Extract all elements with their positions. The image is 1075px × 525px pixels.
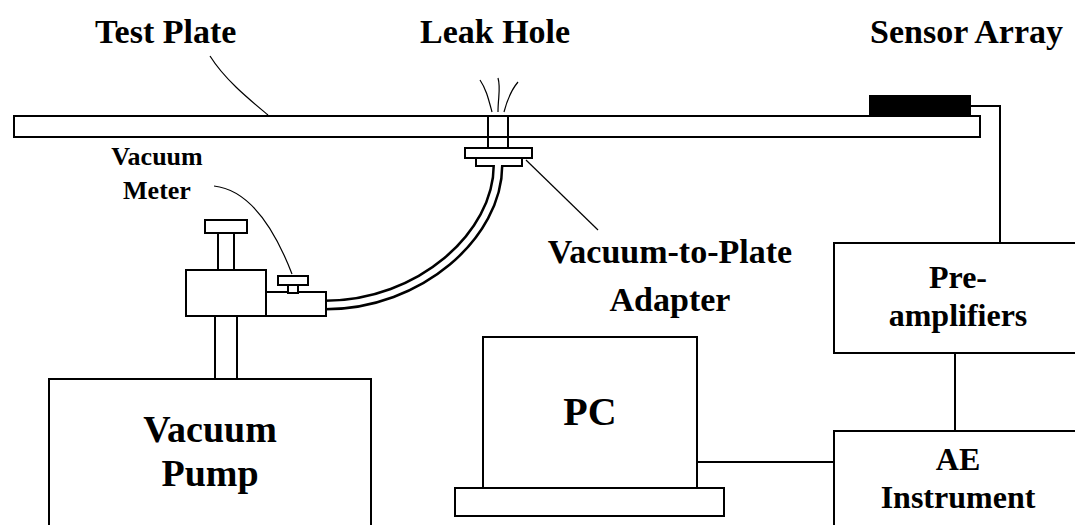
test-plate bbox=[14, 116, 980, 137]
leak-hole bbox=[488, 116, 508, 137]
valve-body bbox=[186, 270, 266, 316]
leak-flow bbox=[498, 78, 499, 112]
leader-line bbox=[526, 160, 598, 230]
preamp-box: Pre-amplifiers bbox=[833, 242, 1075, 354]
connector-wire bbox=[698, 461, 833, 463]
vacuum-meter bbox=[266, 292, 326, 316]
valve-knob bbox=[205, 220, 247, 233]
pump-box: Vacuum Pump bbox=[48, 378, 372, 525]
sensor-wire bbox=[970, 106, 1000, 242]
valve-stem bbox=[218, 232, 234, 270]
hose-inner bbox=[325, 165, 498, 305]
pc-box: PC bbox=[482, 336, 698, 489]
sensor-label: Sensor Array bbox=[870, 12, 1063, 53]
box-text: Vacuum Pump bbox=[115, 408, 305, 495]
pump-stem bbox=[215, 314, 237, 380]
instrument-box: AE Instrument bbox=[833, 430, 1075, 525]
leak-flow bbox=[504, 82, 518, 112]
pc-base bbox=[455, 488, 724, 516]
adapter-label: Vacuum-to-Plate Adapter bbox=[500, 228, 840, 323]
meter-label: Vacuum Meter bbox=[92, 140, 222, 208]
leak-flow bbox=[480, 80, 492, 112]
leak-label: Leak Hole bbox=[420, 12, 570, 53]
leader-line bbox=[214, 186, 292, 274]
adapter-base bbox=[476, 158, 522, 166]
box-text: AE Instrument bbox=[863, 440, 1053, 517]
box-text: PC bbox=[563, 388, 616, 436]
plate-label: Test Plate bbox=[95, 12, 236, 53]
meter-dial bbox=[278, 276, 308, 285]
connector-wire bbox=[954, 354, 956, 430]
sensor-array bbox=[870, 96, 970, 116]
leader-line bbox=[210, 56, 268, 115]
hose-outer bbox=[325, 165, 498, 305]
box-text: Pre-amplifiers bbox=[863, 258, 1053, 335]
adapter-flange bbox=[465, 148, 532, 158]
